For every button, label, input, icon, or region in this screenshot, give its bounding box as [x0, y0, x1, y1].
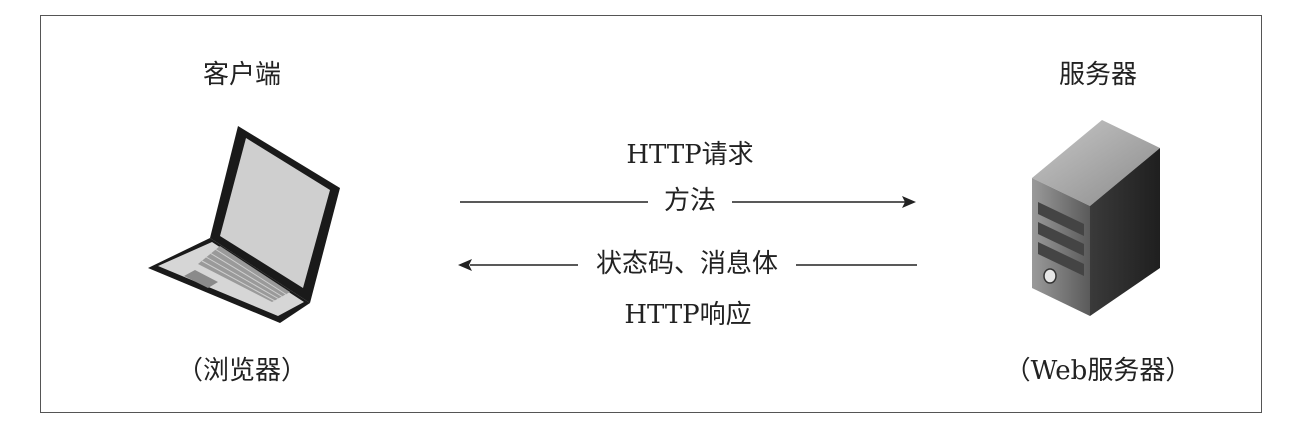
diagram-frame: [40, 15, 1262, 413]
drive-bay-2: [1038, 222, 1084, 256]
drive-bay-1: [1038, 202, 1084, 236]
server-tower-icon: [1032, 120, 1160, 316]
laptop-screen: [220, 138, 330, 288]
client-subtitle: （浏览器）: [176, 356, 308, 386]
arrow-head-left-icon: [458, 259, 472, 271]
request-arrow-label: 方法: [657, 188, 723, 214]
response-title: HTTP响应: [624, 300, 752, 330]
request-title: HTTP请求: [626, 140, 754, 170]
arrow-head-right-icon: [902, 196, 916, 208]
server-title: 服务器: [1058, 60, 1138, 90]
server-side: [1090, 148, 1160, 316]
power-button-icon: [1043, 268, 1057, 284]
server-top: [1032, 120, 1160, 206]
server-subtitle: （Web服务器）: [1004, 356, 1192, 386]
response-arrow-label: 状态码、消息体: [589, 251, 785, 277]
laptop-icon: [148, 126, 340, 323]
drive-bay-3: [1038, 242, 1084, 276]
touchpad: [184, 270, 218, 288]
client-title: 客户端: [202, 60, 282, 90]
